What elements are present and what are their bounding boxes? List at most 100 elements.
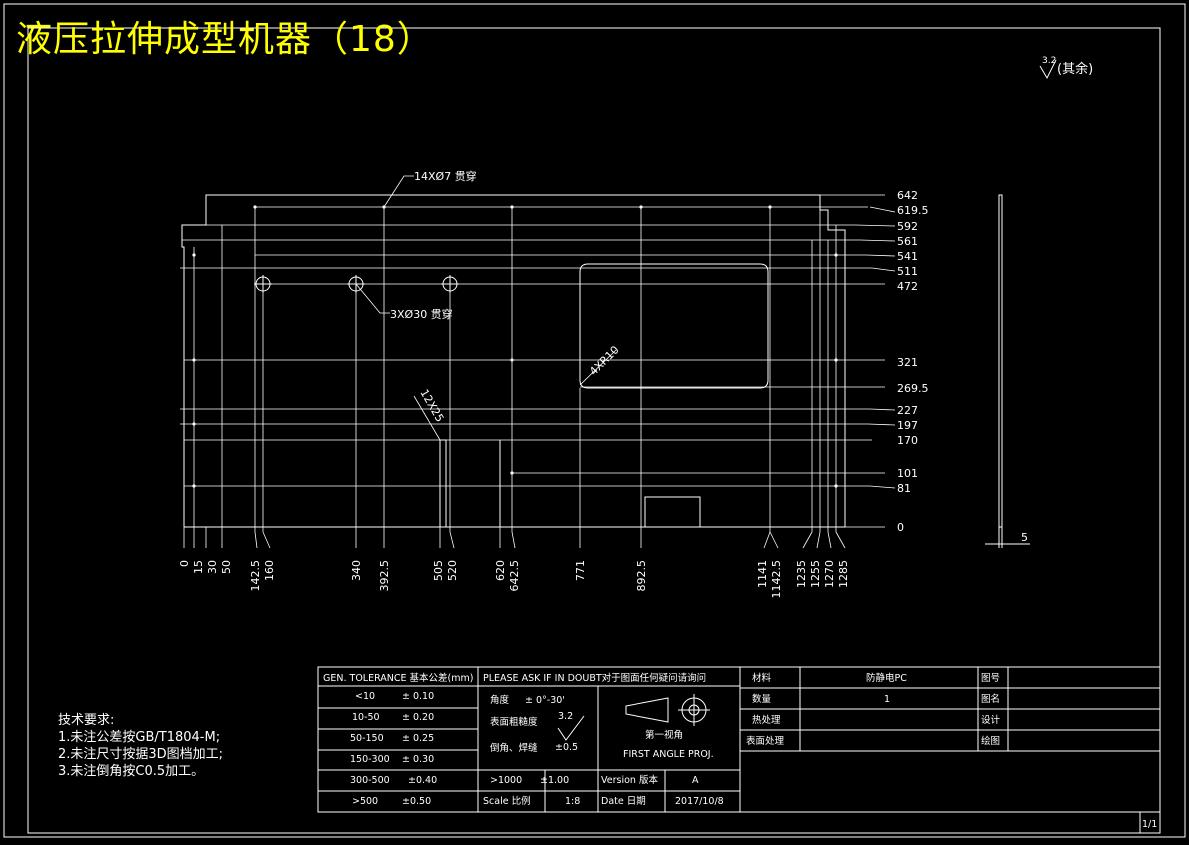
version-value: A xyxy=(692,775,699,786)
tol-value: ± 0.25 xyxy=(402,733,434,744)
first-angle-symbol xyxy=(625,694,710,726)
bottom-dimensions: 0 15 30 50 142.5 160 340 392.5 505 520 6… xyxy=(178,531,850,599)
first-angle-en: FIRST ANGLE PROJ. xyxy=(623,749,714,760)
dim-label: 541 xyxy=(897,250,918,263)
dim-label: 340 xyxy=(350,560,363,581)
svg-text:3.2: 3.2 xyxy=(1042,56,1056,66)
dim-label: 1141 xyxy=(756,560,769,588)
technical-notes: 技术要求: 1.未注公差按GB/T1804-M; 2.未注尺寸按据3D图档加工;… xyxy=(58,713,223,779)
tol-range: >1000 xyxy=(490,775,522,786)
holes-30 xyxy=(254,275,459,293)
dim-label: 392.5 xyxy=(378,560,391,592)
dim-label: 101 xyxy=(897,467,918,480)
tol-value: ±0.40 xyxy=(408,775,437,786)
dim-label: 505 xyxy=(432,560,445,581)
callout-holes-large: 3XØ30 贯穿 xyxy=(390,307,453,321)
surface-finish-label: 表面处理 xyxy=(746,735,785,747)
tol-value: ± 0.20 xyxy=(402,712,434,723)
dim-label: 269.5 xyxy=(897,382,929,395)
tol-range: 150-300 xyxy=(350,754,390,765)
dim-label: 197 xyxy=(897,419,918,432)
material-label: 材料 xyxy=(752,672,772,684)
dim-label: 771 xyxy=(574,560,587,581)
dim-label: 472 xyxy=(897,280,918,293)
sheet-number: 1/1 xyxy=(1142,819,1157,830)
title-block xyxy=(317,666,1161,833)
version-label: Version 版本 xyxy=(601,774,658,786)
dim-label: 227 xyxy=(897,404,918,417)
designer-label: 设计 xyxy=(981,714,1001,726)
dim-label: 142.5 xyxy=(249,560,262,592)
tol-range: 300-500 xyxy=(350,775,390,786)
dim-label: 642.5 xyxy=(508,560,521,592)
surface-value: 3.2 xyxy=(558,711,573,722)
callout-radius: 4XR10 xyxy=(587,343,622,378)
dim-label: 321 xyxy=(897,356,918,369)
qty-label: 数量 xyxy=(752,693,772,705)
tol-value: ± 0.10 xyxy=(402,691,434,702)
dim-label: 0 xyxy=(178,560,191,567)
extension-lines xyxy=(180,194,885,528)
dim-label: 1255 xyxy=(809,560,822,588)
dim-label: 561 xyxy=(897,235,918,248)
dim-label: 520 xyxy=(446,560,459,581)
roughness-symbol: 3.2 (其余) xyxy=(1039,56,1093,80)
drawing-no-label: 图号 xyxy=(981,673,1000,684)
title-block-text: GEN. TOLERANCE 基本公差(mm) PLEASE ASK IF IN… xyxy=(323,672,1157,830)
vertical-extension-lines xyxy=(183,207,837,548)
thickness-label: 5 xyxy=(1021,531,1028,544)
outer-border xyxy=(3,3,1186,838)
dim-label: 592 xyxy=(897,220,918,233)
dim-label: 1235 xyxy=(795,560,808,588)
gen-tolerance-label: GEN. TOLERANCE 基本公差(mm) xyxy=(323,672,473,684)
dim-label: 511 xyxy=(897,265,918,278)
note-line: 2.未注尺寸按据3D图档加工; xyxy=(58,747,223,762)
material-value: 防静电PC xyxy=(866,672,907,684)
callout-slots: 12X25 xyxy=(417,387,446,424)
dim-label: 1285 xyxy=(837,560,850,588)
dim-label: 30 xyxy=(206,560,219,574)
drafter-label: 绘图 xyxy=(981,735,1000,747)
note-line: 3.未注倒角按C0.5加工。 xyxy=(58,764,204,779)
tol-value: ± 0.30 xyxy=(402,754,434,765)
tol-value: ±0.50 xyxy=(402,796,431,807)
inner-border xyxy=(27,27,1161,834)
dim-label: 620 xyxy=(494,560,507,581)
scale-value: 1:8 xyxy=(565,796,580,807)
tol-range: 10-50 xyxy=(352,712,380,723)
tol-value: ±1.00 xyxy=(540,775,569,786)
dim-label: 81 xyxy=(897,482,911,495)
dim-label: 15 xyxy=(192,560,205,574)
dim-label: 642 xyxy=(897,189,918,202)
surface-label: 表面粗糙度 xyxy=(490,716,538,728)
heat-treat-label: 热处理 xyxy=(752,714,781,726)
part-outline xyxy=(181,194,846,528)
dim-label: 619.5 xyxy=(897,204,929,217)
angle-label: 角度 xyxy=(490,694,510,706)
part-name-label: 图名 xyxy=(981,693,1000,705)
scale-label: Scale 比例 xyxy=(483,795,531,807)
dim-label: 160 xyxy=(263,560,276,581)
note-line: 1.未注公差按GB/T1804-M; xyxy=(58,730,220,745)
tol-range: <10 xyxy=(355,691,375,702)
dim-label: 892.5 xyxy=(635,560,648,592)
dim-label: 50 xyxy=(220,560,233,574)
dim-label: 1142.5 xyxy=(770,560,783,599)
date-value: 2017/10/8 xyxy=(675,796,724,807)
side-view xyxy=(985,194,1030,548)
dim-label: 1270 xyxy=(823,560,836,588)
dim-label: 170 xyxy=(897,434,918,447)
drawing-title: 液压拉伸成型机器（18） xyxy=(16,19,434,60)
qty-value: 1 xyxy=(884,694,890,705)
right-dimensions: 642 619.5 592 561 541 511 472 321 269.5 … xyxy=(854,189,929,534)
date-label: Date 日期 xyxy=(601,796,646,807)
notes-heading: 技术要求: xyxy=(58,713,114,728)
first-angle-cn: 第一视角 xyxy=(645,729,683,741)
svg-text:(其余): (其余) xyxy=(1057,61,1093,77)
surface-tol: ±0.5 xyxy=(555,742,578,753)
please-ask-label: PLEASE ASK IF IN DOUBT对于图面任何疑问请询问 xyxy=(483,672,706,684)
callout-holes-small: 14XØ7 贯穿 xyxy=(414,169,477,183)
callout-leaders xyxy=(355,175,617,441)
